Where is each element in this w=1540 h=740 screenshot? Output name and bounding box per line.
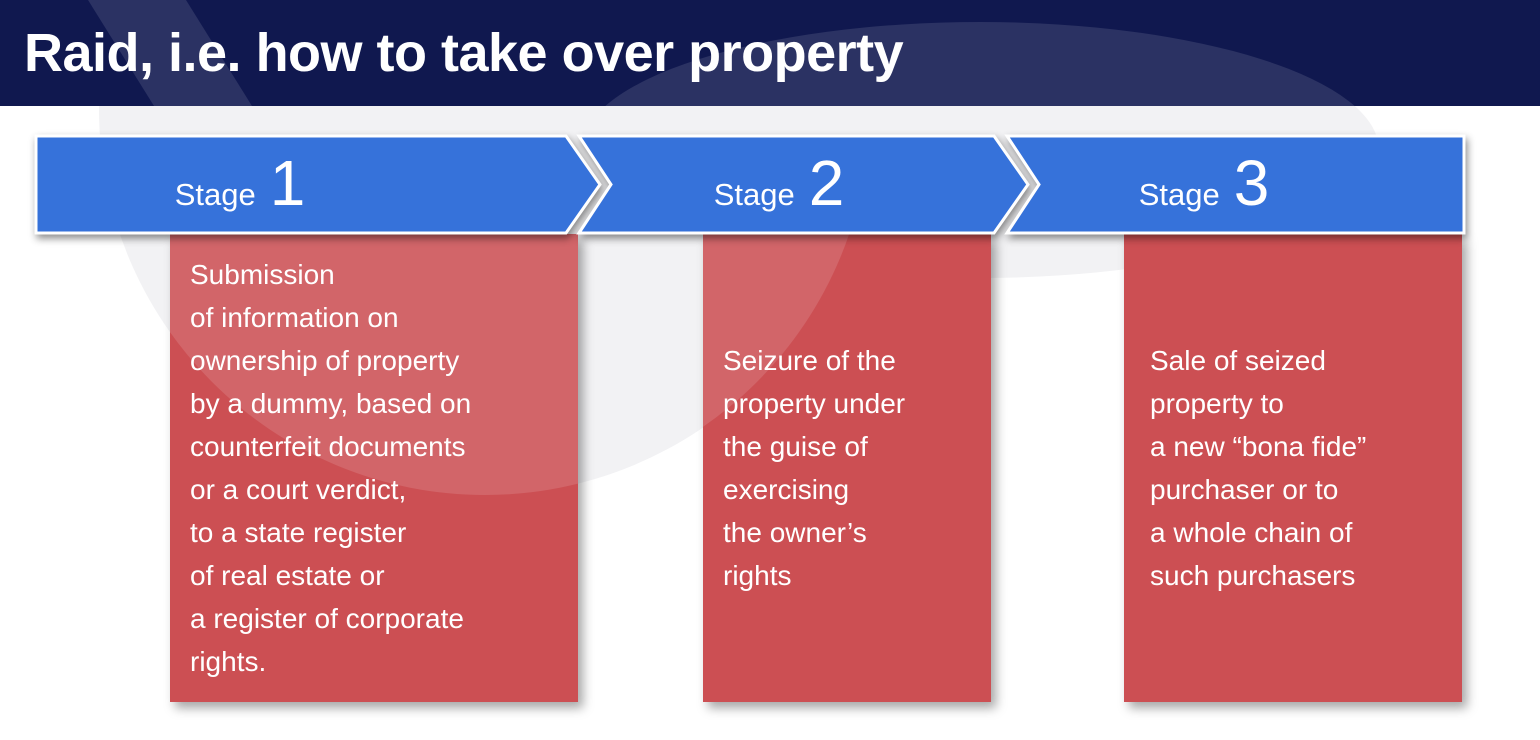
stage-label-text: Stage — [174, 177, 256, 212]
stage-1-box: Submission of information on ownership o… — [170, 234, 578, 702]
stage-2-label: Stage 2 — [619, 146, 939, 226]
stage-3-chevron — [1004, 134, 1466, 235]
stage-2-description: Seizure of the property under the guise … — [723, 345, 906, 591]
stage-1-label: Stage 1 — [80, 146, 400, 226]
stage-label-text: Stage — [713, 177, 795, 212]
stage-3-box: Sale of seized property to a new “bona f… — [1124, 234, 1462, 702]
slide-title: Raid, i.e. how to take over property — [24, 23, 904, 83]
stage-2-chevron — [576, 134, 1030, 235]
stage-1-chevron — [34, 134, 602, 235]
stage-number: 1 — [269, 147, 306, 219]
stage-3-description: Sale of seized property to a new “bona f… — [1150, 345, 1367, 591]
stage-number: 2 — [808, 147, 845, 219]
stage-label-text: Stage — [1138, 177, 1220, 212]
stage-2-box: Seizure of the property under the guise … — [703, 234, 991, 702]
stage-1-description: Submission of information on ownership o… — [190, 259, 472, 677]
stage-number: 3 — [1233, 147, 1270, 219]
stage-3-label: Stage 3 — [1044, 146, 1364, 226]
